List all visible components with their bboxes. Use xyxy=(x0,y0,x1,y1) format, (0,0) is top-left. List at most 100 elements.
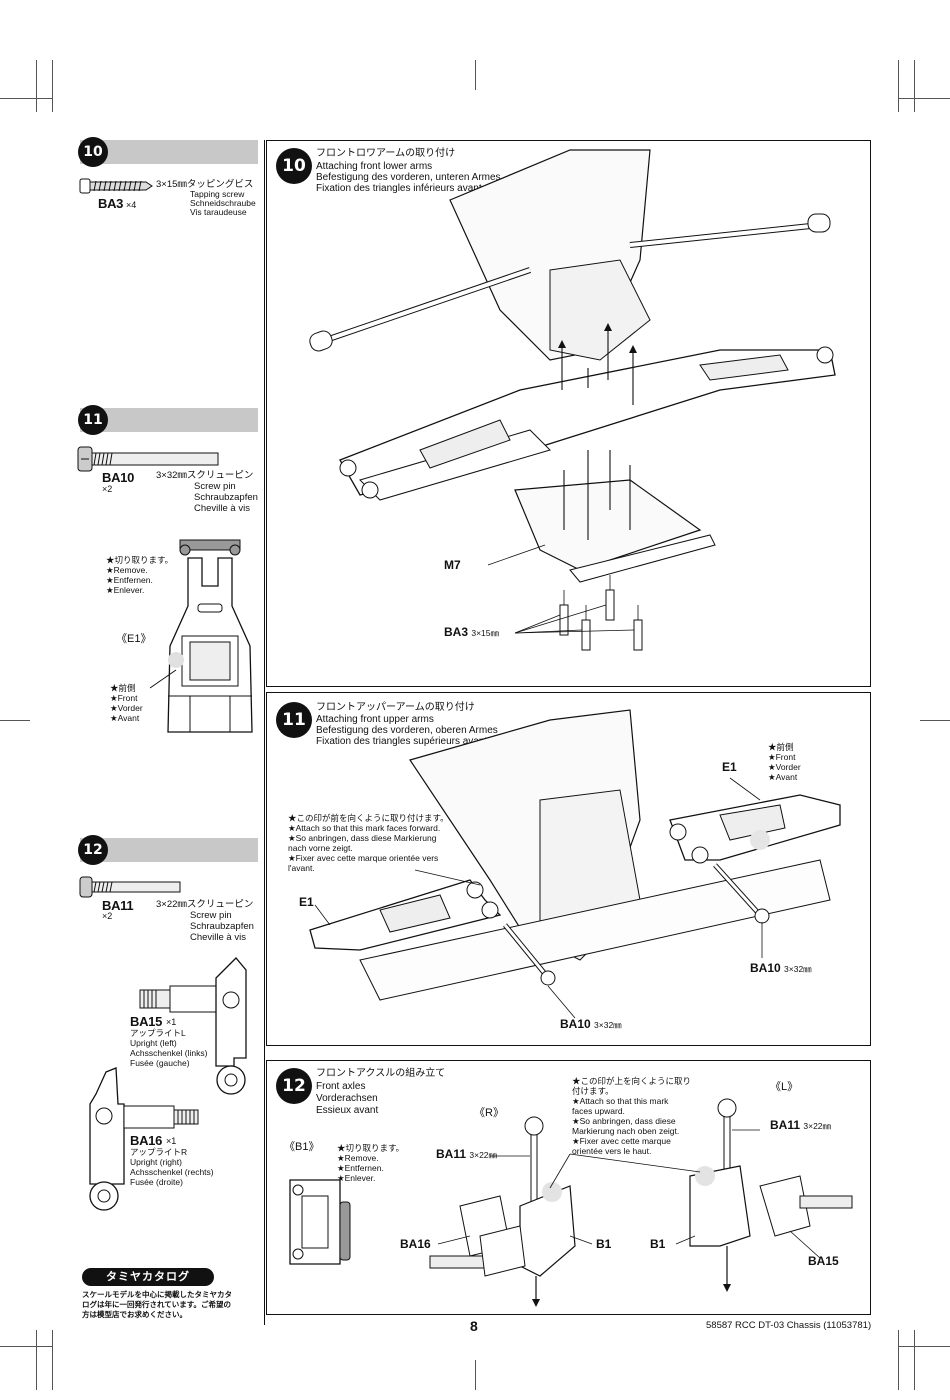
panel11-front-fr: ★Avant xyxy=(768,772,798,782)
ba16-name-jp: アップライトR xyxy=(130,1147,188,1157)
panel11-title-jp: フロントアッパーアームの取り付け xyxy=(316,702,475,713)
crop-mark xyxy=(36,60,37,112)
panel12-mark-note-5: ★So anbringen, dass diese xyxy=(572,1116,676,1126)
panel11-front-de: ★Vorder xyxy=(768,762,801,772)
panel12-badge: 12 xyxy=(276,1068,312,1104)
panel11-title-en: Attaching front upper arms xyxy=(316,714,434,725)
remove-note-en: ★Remove. xyxy=(106,565,148,575)
remove-note-de: ★Entfernen. xyxy=(106,575,153,585)
catalog-badge: タミヤカタログ xyxy=(82,1268,214,1286)
panel12-title-en: Front axles xyxy=(316,1081,366,1092)
sidebar-step11-badge: 11 xyxy=(78,405,108,435)
e1-arm-label: 《E1》 xyxy=(116,633,152,645)
ba15-qty: ×1 xyxy=(166,1017,177,1027)
callout-ba11-right-size: 3×22㎜ xyxy=(803,1121,832,1131)
callout-b1-left: B1 xyxy=(596,1237,612,1251)
crop-mark xyxy=(914,1330,915,1390)
ba16-name-en: Upright (right) xyxy=(130,1157,182,1167)
page-number: 8 xyxy=(470,1318,478,1334)
b1-label: 《B1》 xyxy=(284,1141,320,1153)
front-pointer-line xyxy=(149,669,177,689)
ba16-qty: ×1 xyxy=(166,1136,177,1146)
panel12-mark-note-2: 付けます。 xyxy=(572,1086,614,1096)
crop-mark xyxy=(898,60,899,112)
remove-note-jp: ★切り取ります。 xyxy=(106,555,174,565)
ba16-name-fr: Fusée (droite) xyxy=(130,1177,183,1187)
crop-mark xyxy=(52,1330,53,1390)
screw-pin-icon xyxy=(77,446,219,472)
ba3-size-label: 3×15㎜タッピングビス xyxy=(156,179,254,190)
callout-m7: M7 xyxy=(444,558,461,572)
ba16-code: BA16 xyxy=(130,1133,163,1148)
callout-ba10-bottom-size: 3×32㎜ xyxy=(594,1020,622,1030)
catalog-text-2: ログは年に一回発行されています。ご希望の xyxy=(82,1300,232,1309)
crop-mark xyxy=(52,60,53,112)
panel12-mark-note-7: ★Fixer avec cette marque xyxy=(572,1136,671,1146)
front-axle-assembly-drawing xyxy=(289,1098,853,1307)
panel11-front-en: ★Front xyxy=(768,752,796,762)
crop-mark xyxy=(0,720,30,721)
remove-note-fr: ★Enlever. xyxy=(106,585,145,595)
callout-ba10-right-size: 3×32㎜ xyxy=(784,964,812,974)
panel12-title-fr: Essieux avant xyxy=(316,1105,379,1116)
panel12-mark-note-6: Markierung nach oben zeigt. xyxy=(572,1126,680,1136)
catalog-text-3: 方は模型店でお求めください。 xyxy=(82,1310,187,1319)
ba11-name-de: Schraubzapfen xyxy=(190,921,254,932)
r-label: 《R》 xyxy=(474,1107,504,1119)
ba15-name-en: Upright (left) xyxy=(130,1038,177,1048)
panel11-badge: 11 xyxy=(276,702,312,738)
sidebar-step11-bar xyxy=(80,408,258,432)
callout-ba11-mid-size: 3×22㎜ xyxy=(469,1150,498,1160)
ba10-code: BA10 xyxy=(102,470,135,485)
panel12-remove-de: ★Entfernen. xyxy=(337,1163,384,1173)
callout-ba10-right-code: BA10 xyxy=(750,961,781,975)
crop-mark xyxy=(898,1346,950,1347)
panel11-title-fr: Fixation des triangles supérieurs avant xyxy=(316,736,488,747)
ba15-name-fr: Fusée (gauche) xyxy=(130,1058,190,1068)
crop-mark xyxy=(0,1346,52,1347)
sidebar-step12-badge: 12 xyxy=(78,835,108,865)
panel10-title-jp: フロントロワアームの取り付け xyxy=(316,148,456,159)
panel11-mark-note-4: nach vorne zeigt. xyxy=(288,843,353,853)
ba10-name-de: Schraubzapfen xyxy=(194,492,258,503)
callout-ba3-code: BA3 xyxy=(444,625,469,639)
ba10-size-label: 3×32㎜スクリューピン xyxy=(156,470,254,481)
crop-mark xyxy=(914,60,915,112)
panel12-title-de: Vorderachsen xyxy=(316,1093,378,1104)
callout-ba10-bottom: BA10 3×32㎜ xyxy=(560,1017,622,1031)
panel11-mark-note-1: ★この印が前を向くように取り付けます。 xyxy=(288,813,449,823)
sidebar-step12-bar xyxy=(80,838,258,862)
panel12-title-jp: フロントアクスルの組み立て xyxy=(316,1068,446,1079)
crop-mark xyxy=(475,60,476,90)
ba10-name-fr: Cheville à vis xyxy=(194,503,250,514)
ba3-code: BA3 xyxy=(98,196,124,211)
panel11-mark-note-3: ★So anbringen, dass diese Markierung xyxy=(288,833,437,843)
panel10-badge: 10 xyxy=(276,148,312,184)
crop-mark xyxy=(898,1330,899,1390)
l-label: 《L》 xyxy=(770,1081,799,1093)
upper-arm-e1-drawing xyxy=(167,539,253,733)
panel11-front-jp: ★前側 xyxy=(768,742,794,752)
panel12-remove-fr: ★Enlever. xyxy=(337,1173,376,1183)
callout-ba11-right: BA11 3×22㎜ xyxy=(770,1118,831,1132)
ba11-name-fr: Cheville à vis xyxy=(190,932,246,943)
panel12-mark-note-3: ★Attach so that this mark xyxy=(572,1096,669,1106)
panel12-remove-jp: ★切り取ります。 xyxy=(337,1143,405,1153)
panel12-remove-en: ★Remove. xyxy=(337,1153,379,1163)
front-note-jp: ★前側 xyxy=(110,683,136,693)
screw-pin-short-icon xyxy=(79,876,181,898)
ba3-name-en: Tapping screw xyxy=(190,189,245,199)
tapping-screw-icon xyxy=(79,178,153,194)
callout-b1-right: B1 xyxy=(650,1237,666,1251)
ba16-name-de: Achsschenkel (rechts) xyxy=(130,1167,214,1177)
panel11-title-de: Befestigung des vorderen, oberen Armes xyxy=(316,725,498,736)
ba3-qty: ×4 xyxy=(126,200,137,210)
callout-ba3: BA3 3×15㎜ xyxy=(444,625,499,639)
ba11-name-en: Screw pin xyxy=(190,910,232,921)
callout-ba11-right-code: BA11 xyxy=(770,1118,801,1132)
callout-ba10-right: BA10 3×32㎜ xyxy=(750,961,812,975)
crop-mark xyxy=(0,98,52,99)
ba15-name-de: Achsschenkel (links) xyxy=(130,1048,208,1058)
ba3-name-fr: Vis taraudeuse xyxy=(190,207,247,217)
ba3-name-de: Schneidschraube xyxy=(190,198,256,208)
